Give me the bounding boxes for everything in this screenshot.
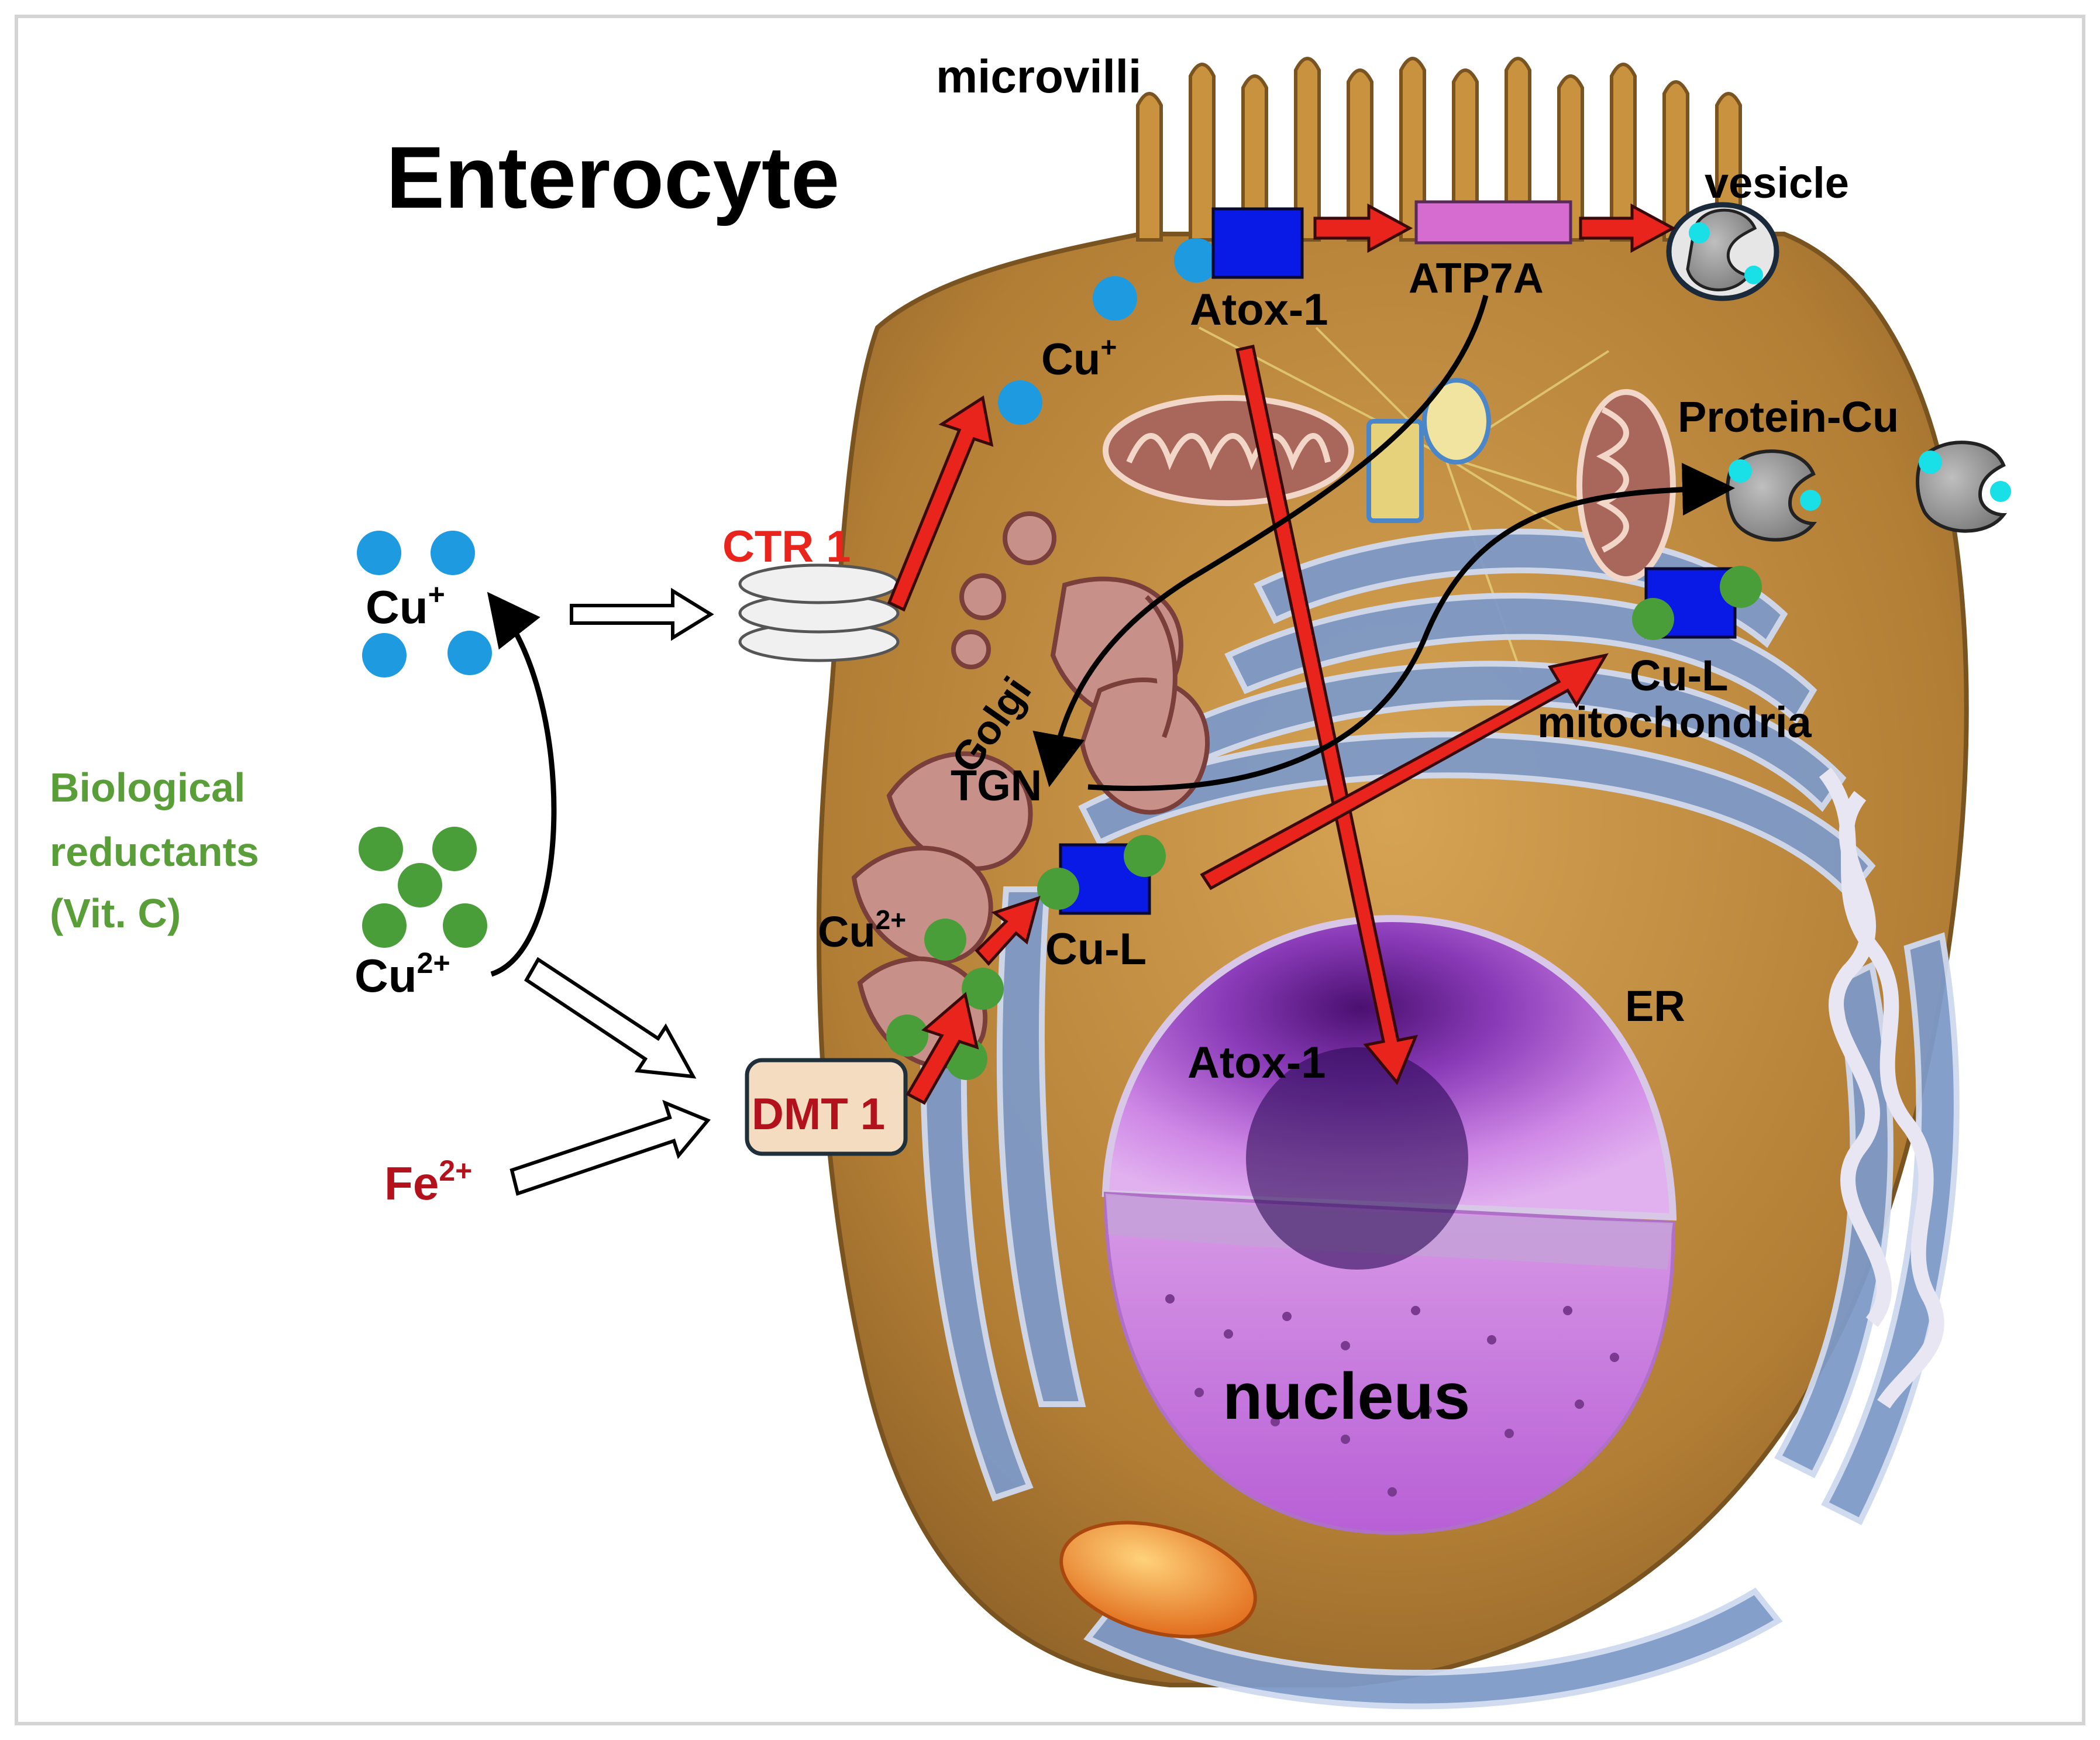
mitochondria-label: mitochondria <box>1537 698 1812 747</box>
fe2-label: Fe2+ <box>384 1154 472 1209</box>
cu2-plus-ion <box>962 968 1004 1010</box>
cu-plus-ion <box>431 531 475 575</box>
tgn-label: TGN <box>951 761 1042 810</box>
hollow-arrow-cu2-to-dmt1 <box>524 957 697 1079</box>
ctr1-transporter-icon <box>738 563 900 662</box>
hollow-arrow-cu-plus-to-ctr1 <box>570 587 714 641</box>
transport-arrows <box>887 203 1676 1105</box>
microvilli-label: microvilli <box>936 50 1141 102</box>
ctr1-label: CTR 1 <box>722 522 851 572</box>
mitochondrion-top <box>1103 395 1354 506</box>
atox1-top-label: Atox-1 <box>1190 285 1328 335</box>
cu2-plus-extracellular-group: Cu2+ <box>354 827 487 1002</box>
cu-plus-cell-label: Cu+ <box>1041 332 1117 384</box>
arrow-atox1-to-nucleus <box>1235 345 1419 1085</box>
cu-plus-ion <box>447 631 492 675</box>
cu2-plus-ion <box>1720 566 1762 608</box>
atp7a-label: ATP7A <box>1409 255 1544 302</box>
cu-plus-ion <box>1093 276 1137 321</box>
vesicle-label: vesicle <box>1705 159 1849 207</box>
protein-cu-icon <box>1726 449 1821 542</box>
cu-plus-ion <box>1174 238 1218 283</box>
reductants-label-line3: (Vit. C) <box>50 890 181 936</box>
cu2-plus-ion <box>924 919 966 961</box>
cu-plus-extracellular-group: Cu+ <box>357 531 492 678</box>
cu2-plus-cell-label: Cu2+ <box>818 905 906 956</box>
cu-plus-ion <box>998 380 1042 425</box>
golgi-apparatus <box>851 511 1210 1069</box>
cu-l-er-label: Cu-L <box>1045 924 1147 974</box>
arrow-atp7a-to-tgn <box>1032 294 1489 788</box>
atox1-protein-top <box>1211 207 1304 279</box>
er-label: ER <box>1625 982 1685 1030</box>
mitochondrion-right <box>1576 389 1676 582</box>
cu2-plus-ion <box>359 827 403 871</box>
dmt1-transporter: DMT 1 <box>745 1058 908 1156</box>
lysosome <box>1059 1521 1257 1639</box>
cu2-plus-ion <box>362 903 407 948</box>
cu2-plus-extracellular-label: Cu2+ <box>354 947 450 1002</box>
arrow-atox1-to-atp7a <box>1313 203 1413 253</box>
protein-cu-icon <box>1916 441 2011 533</box>
arrow-atp7a-to-vesicle <box>1579 203 1676 253</box>
cu-plus-ion <box>357 531 401 575</box>
atp7a-protein <box>1414 200 1572 245</box>
nuclear-pores <box>1165 1294 1619 1497</box>
cu2-plus-ion <box>432 827 477 871</box>
nucleus-label: nucleus <box>1223 1360 1470 1433</box>
cu2-plus-ion <box>443 903 487 948</box>
cu-plus-ion <box>362 633 407 678</box>
cu-plus-extracellular-label: Cu+ <box>366 578 445 633</box>
arrow-cu2-to-cul-er <box>975 896 1041 966</box>
reduction-arrow <box>487 592 557 977</box>
arrow-dmt1-to-cu2 <box>906 992 979 1105</box>
vesicle-icon <box>1666 202 1779 301</box>
figure-title: Enterocyte <box>386 128 839 226</box>
cu2-plus-ion <box>1632 598 1674 640</box>
arrow-cul-er-to-cul-mito <box>1200 653 1609 890</box>
cu2-plus-ion <box>398 863 442 907</box>
reductants-label-line1: Biological <box>50 765 245 810</box>
arrow-tgn-to-protein-cu <box>1087 463 1735 791</box>
hollow-arrow-fe2-to-dmt1 <box>509 1099 711 1196</box>
intermediate-filaments <box>1819 767 1944 1409</box>
protein-cu-label: Protein-Cu <box>1678 393 1899 441</box>
arrow-ctr1-to-cu-plus <box>887 395 994 612</box>
cu-l-mito-label: Cu-L <box>1630 651 1729 700</box>
cu2-plus-ion <box>1037 868 1079 910</box>
cu2-plus-ion <box>1124 835 1166 877</box>
dmt1-label: DMT 1 <box>752 1089 885 1139</box>
reductants-label-line2: reductants <box>50 829 259 875</box>
atox1-nucleus-label: Atox-1 <box>1187 1038 1326 1088</box>
cu2-plus-ion <box>886 1015 928 1057</box>
